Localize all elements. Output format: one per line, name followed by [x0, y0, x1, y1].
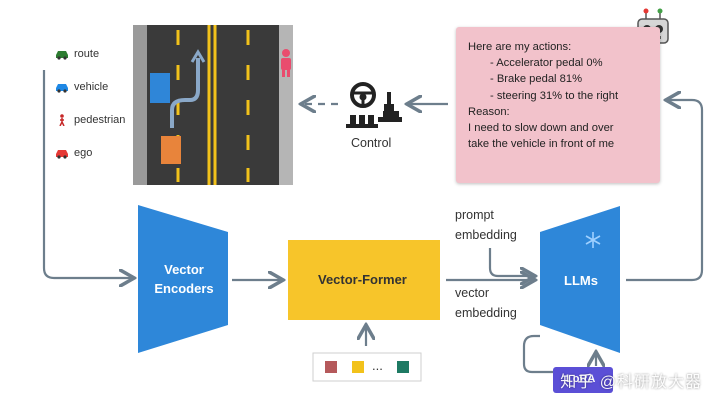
arrow-scene-to-encoders	[42, 70, 132, 278]
prompt-label-line: embedding	[455, 228, 517, 242]
control-label: Control	[351, 136, 392, 150]
gear-shift-icon	[378, 92, 402, 122]
llms-label: LLMs	[564, 273, 598, 288]
watermark-text: 知乎 @科研放大器	[560, 374, 702, 391]
actions-bubble: Here are my actions: - Accelerator pedal…	[456, 27, 660, 183]
vector-label-line: embedding	[455, 306, 517, 320]
llms-block	[540, 206, 620, 353]
legend-item-vehicle: vehicle	[54, 79, 125, 95]
prompt-embedding-label: prompt embedding	[455, 205, 517, 245]
car-icon	[56, 51, 68, 60]
vector-former-label: Vector-Former	[318, 272, 407, 287]
arrow-prompt-to-llms	[488, 248, 533, 276]
actions-heading: Here are my actions:	[468, 41, 572, 53]
token-red	[325, 361, 337, 373]
legend-item-pedestrian: pedestrian	[54, 112, 125, 128]
arrow-llms-to-actions	[626, 100, 704, 282]
lora-block	[553, 367, 613, 393]
encoder-label-line: Vector	[164, 262, 204, 277]
legend-item-route: route	[54, 46, 125, 62]
encoder-label-line: Encoders	[154, 281, 214, 296]
pedals-icon	[346, 115, 378, 128]
car-icon	[56, 150, 68, 159]
token-green	[397, 361, 409, 373]
prompt-label-line: prompt	[455, 208, 494, 222]
lora-label: LoRA	[566, 373, 596, 385]
legend: route vehicle pedestrian ego	[54, 46, 125, 178]
vector-encoders-label: Vector Encoders	[140, 260, 228, 298]
pedestrian-figure	[281, 49, 291, 77]
frozen-snowflake-icon	[585, 232, 601, 248]
action-item: - Accelerator pedal 0%	[490, 57, 603, 70]
vector-label-line: vector	[455, 286, 490, 300]
action-item: - Brake pedal 81%	[490, 73, 583, 86]
car-icon	[56, 84, 68, 93]
driving-scene	[133, 25, 293, 185]
vector-encoders-block	[138, 205, 228, 353]
reason-heading: Reason:	[468, 105, 510, 118]
route-path	[170, 58, 200, 128]
legend-label: vehicle	[74, 81, 109, 93]
vehicle-car	[150, 73, 170, 103]
legend-label: pedestrian	[74, 114, 126, 126]
token-ellipsis: ...	[372, 358, 383, 373]
legend-label: route	[74, 48, 100, 60]
vector-embedding-label: vector embedding	[455, 283, 517, 323]
token-yellow	[352, 361, 364, 373]
reason-line: I need to slow down and over	[468, 122, 614, 135]
action-item: - steering 31% to the right	[490, 89, 619, 102]
pedestrian-icon	[59, 114, 65, 126]
ego-car	[161, 136, 181, 164]
steering-wheel-icon	[350, 82, 376, 108]
vector-former-block	[288, 240, 440, 320]
legend-item-ego: ego	[54, 145, 125, 161]
route-arrowhead	[190, 49, 206, 63]
reason-line: take the vehicle in front of me	[468, 138, 615, 151]
legend-label: ego	[74, 147, 93, 159]
arrow-lora-loop	[522, 334, 553, 374]
